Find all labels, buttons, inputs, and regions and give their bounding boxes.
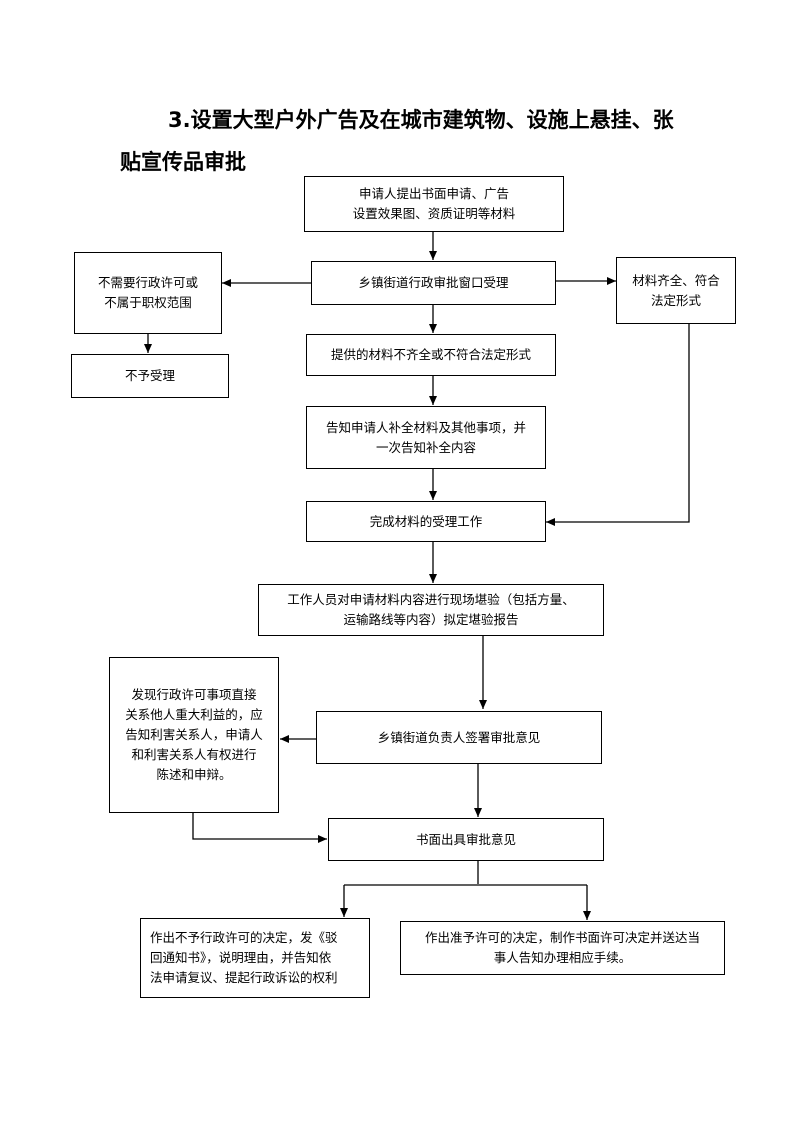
node-written-opinion-text: 书面出具审批意见 [415,831,516,847]
node-notify-supplement: 告知申请人补全材料及其他事项，并 一次告知补全内容 [306,406,546,469]
arrow-notice-to-written [192,813,327,843]
node-notify-supplement-text: 告知申请人补全材料及其他事项，并 一次告知补全内容 [325,419,526,455]
node-accept-window: 乡镇街道行政审批窗口受理 [311,261,556,305]
node-not-required-text: 不需要行政许可或 不属于职权范围 [97,275,198,310]
page-title-line1: 3.设置大型户外广告及在城市建筑物、设施上悬挂、张 [168,108,674,132]
node-stakeholder-notice-text: 发现行政许可事项直接 关系他人重大利益的，应 告知利害关系人，申请人 和利害关系… [125,687,263,782]
node-approve: 作出准予许可的决定，制作书面许可决定并送达当 事人告知办理相应手续。 [400,921,725,975]
node-written-opinion: 书面出具审批意见 [328,818,604,861]
node-not-accepted: 不予受理 [71,354,229,398]
node-reject-text: 作出不予行政许可的决定，发《驳 回通知书》，说明理由，并告知依 法申请复议、提起… [150,930,338,985]
node-complete-acceptance-text: 完成材料的受理工作 [369,513,483,529]
node-site-inspection-text: 工作人员对申请材料内容进行现场堪验（包括方量、 运输路线等内容）拟定堪验报告 [287,592,575,627]
node-approve-text: 作出准予许可的决定，制作书面许可决定并送达当 事人告知办理相应手续。 [424,930,700,965]
node-accept-window-text: 乡镇街道行政审批窗口受理 [358,275,509,290]
arrow-materials-complete-to-acceptance [546,324,690,526]
node-complete-acceptance: 完成材料的受理工作 [306,501,546,542]
node-apply: 申请人提出书面申请、广告 设置效果图、资质证明等材料 [304,176,564,232]
node-site-inspection: 工作人员对申请材料内容进行现场堪验（包括方量、 运输路线等内容）拟定堪验报告 [258,584,604,636]
node-materials-complete: 材料齐全、符合 法定形式 [616,257,736,324]
node-not-required: 不需要行政许可或 不属于职权范围 [74,252,222,334]
node-reject: 作出不予行政许可的决定，发《驳 回通知书》，说明理由，并告知依 法申请复议、提起… [140,918,370,998]
node-materials-incomplete-text: 提供的材料不齐全或不符合法定形式 [330,347,531,362]
node-head-sign-text: 乡镇街道负责人签署审批意见 [377,729,541,745]
node-materials-complete-text: 材料齐全、符合 法定形式 [632,272,720,308]
node-head-sign: 乡镇街道负责人签署审批意见 [316,711,602,764]
node-materials-incomplete: 提供的材料不齐全或不符合法定形式 [306,334,556,376]
node-not-accepted-text: 不予受理 [124,368,175,383]
node-stakeholder-notice: 发现行政许可事项直接 关系他人重大利益的，应 告知利害关系人，申请人 和利害关系… [109,657,279,813]
node-apply-text: 申请人提出书面申请、广告 设置效果图、资质证明等材料 [352,186,516,221]
page-title-line2: 贴宣传品审批 [120,150,246,174]
